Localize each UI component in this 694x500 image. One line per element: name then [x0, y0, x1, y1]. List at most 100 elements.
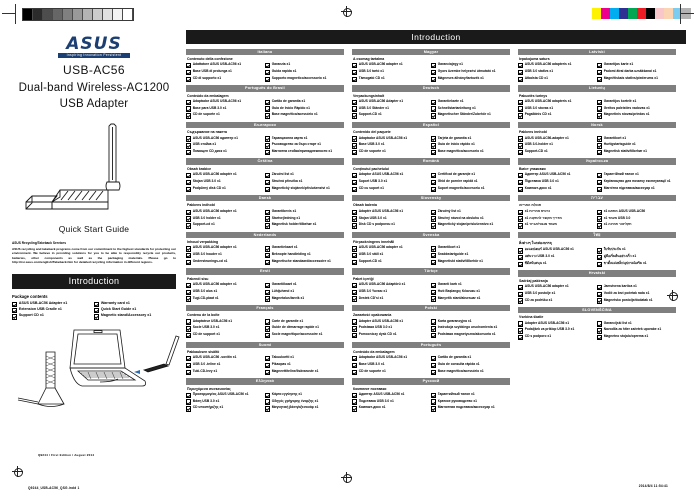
package-content-item: Snabbstartguide x1: [431, 252, 510, 259]
package-content-item: Adaptateur USB-AC56 x1: [186, 319, 265, 325]
package-content-label: Suport magnetic/accesoriu x1: [437, 185, 485, 190]
introduction-banner-left: Introduction: [12, 274, 176, 290]
package-content-item: Stručná příručka x1: [265, 179, 344, 186]
calibration-swatch: [637, 8, 646, 19]
package-content-label: Base magnética/accesorio x1: [437, 149, 484, 154]
checkmark-icon: [186, 356, 192, 362]
package-content-label: Destek CD'si x1: [358, 295, 384, 300]
package-content-item: Base para USB 3.0 x1: [186, 106, 265, 112]
package-content-label: Gyors üzembe helyezési útmutató x1: [437, 69, 496, 74]
package-content-label: Mágneses állvány/tartozék x1: [437, 75, 484, 80]
checkmark-icon: [265, 99, 271, 106]
package-content-label: Warranty card x1: [100, 301, 130, 306]
checkmark-icon: [597, 186, 603, 192]
package-content-label: ASUS USB-AC56 adapter x1: [192, 245, 237, 250]
checkmark-icon: [597, 298, 603, 304]
checkmark-icon: [352, 216, 358, 222]
package-contents-subtitle: Περιεχόμενα συσκευασίας: [187, 386, 231, 391]
package-content-item: Atbalsta CD x1: [518, 75, 597, 83]
language-header: Türkçe: [352, 268, 510, 275]
package-content-label: Atbalsta CD x1: [524, 75, 548, 80]
package-content-label: Помощен CD диск x1: [192, 149, 227, 154]
package-content-item: Support-CD x1: [352, 112, 431, 119]
checkmark-icon: [431, 319, 437, 325]
package-content-label: ASUS USB-AC56 адаптер x1: [192, 135, 238, 140]
checkmark-icon: [186, 143, 192, 149]
package-contents-subtitle: Sadržaj pakiranja: [519, 278, 548, 283]
package-content-label: תקליטור תמיכה x1: [603, 222, 632, 227]
checkmark-icon: [518, 99, 524, 106]
package-content-item: Garanzia x1: [265, 62, 344, 69]
package-content-item: Адаптер ASUS USB-AC56 x1: [352, 392, 431, 399]
package-content-item: Garantibevis x1: [265, 209, 344, 215]
package-content-label: USB 3.0 holder x1: [192, 215, 221, 220]
package-content-label: Garanzia x1: [271, 62, 291, 67]
checkmark-icon: [186, 136, 192, 142]
language-header: ไทย: [518, 231, 676, 239]
language-header: Hrvatski: [518, 270, 676, 277]
package-content-label: Магнитная подставка/аксессуар x1: [437, 405, 495, 410]
package-content-label: Підставка USB 3.0 x1: [524, 178, 559, 183]
package-content-item: Гарантійний талон x1: [597, 172, 676, 179]
package-content-item: ASUS USB-AC56 adapter x1: [352, 245, 431, 252]
package-content-item: ซีดีสนับสนุน x1: [518, 261, 597, 268]
language-header: Українська: [518, 158, 676, 165]
package-content-item: Magnetalus/tarvik x1: [265, 296, 344, 302]
language-header: Svenska: [352, 231, 510, 239]
checkmark-icon: [265, 406, 271, 412]
package-content-item: ASUS USB-AC56 adapter x1: [352, 62, 431, 69]
package-content-label: แท่นวาง USB 3.0 x1: [524, 254, 555, 259]
package-content-label: Hurtigstartsguide x1: [603, 142, 636, 147]
package-content-item: USB 3.0-holder x1: [518, 142, 597, 149]
package-content-item: Base USB di prolunga x1: [186, 69, 265, 76]
adapter-drawing: [25, 123, 121, 210]
package-contents-subtitle: Pakendi sisu: [187, 276, 209, 281]
package-content-label: Гарантийный талон x1: [437, 391, 475, 396]
package-content-item: Garancijski list x1: [597, 321, 676, 327]
language-header: Slovensky: [352, 195, 510, 202]
package-content-label: Magnētiskais statīvs/piederums x1: [603, 75, 658, 80]
laptop-scene-drawing: [17, 329, 180, 407]
checkmark-icon: [431, 399, 437, 405]
calibration-swatch: [123, 9, 133, 20]
package-content-label: Magnetic stand/Accessory x1: [100, 313, 152, 318]
package-content-item: Гарантийный талон x1: [431, 391, 510, 399]
recycling-notice-body: ASUS recycling and takeback programs com…: [12, 246, 176, 264]
checkmark-icon: [431, 259, 437, 266]
package-content-label: Garantiekarte x1: [437, 98, 464, 103]
package-content-label: Adaptateur USB-AC56 x1: [192, 318, 233, 323]
package-content-label: USB 3.0 Ständer x1: [358, 105, 389, 110]
package-content-item: ASUS USB-AC56 Adapter x1: [12, 301, 94, 308]
package-content-item: Navodila za hiter začetek uporabe x1: [597, 327, 676, 334]
checkmark-icon: [186, 186, 192, 192]
package-content-item: USB 3.0 statīvs x1: [518, 69, 597, 76]
package-content-label: Подставка USB 3.0 x1: [358, 398, 394, 403]
checkmark-icon: [265, 326, 271, 332]
checkmark-icon: [431, 216, 437, 222]
package-content-label: ASUS USB-AC56 Adapter x1: [358, 98, 404, 103]
package-content-item: Adaptador ASUS USB-AC56 x1: [352, 136, 431, 142]
package-content-label: Garantiekaart x1: [271, 245, 298, 250]
checkmark-icon: [431, 172, 437, 179]
checkmark-icon: [265, 282, 271, 289]
package-content-label: Βάση USB 3.0 x1: [192, 398, 220, 403]
checkmark-icon: [431, 186, 437, 192]
package-content-item: Magnetinis stovas/priedas x1: [597, 112, 676, 119]
package-content-item: USB 3.0 postolje x1: [518, 291, 597, 297]
